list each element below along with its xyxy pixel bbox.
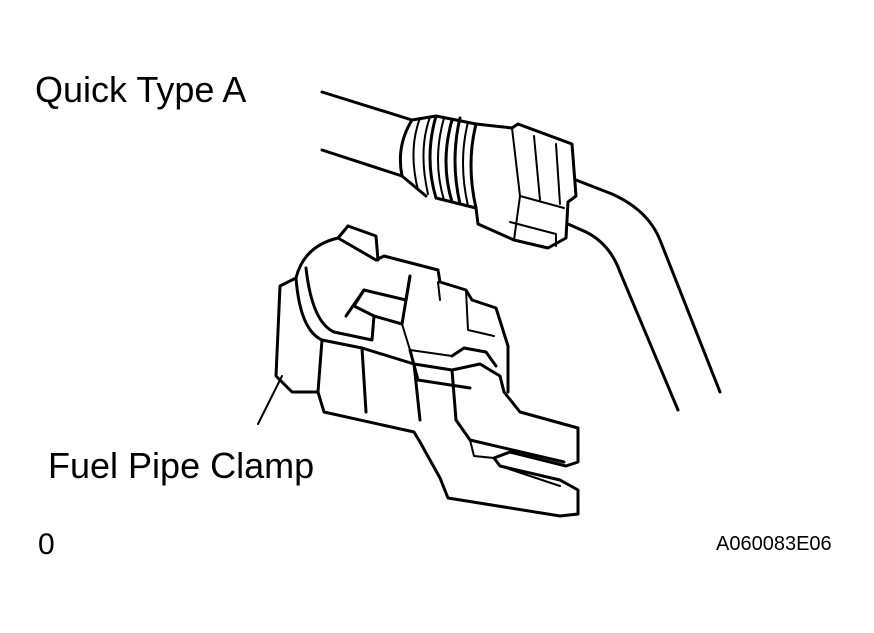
fuel-hose — [320, 90, 414, 178]
clamp-body — [274, 224, 510, 444]
fuel-pipe-clamp-label: Fuel Pipe Clamp — [48, 445, 315, 486]
metal-pipe — [566, 178, 722, 412]
clamp-fork — [418, 390, 580, 518]
quick-connector — [400, 114, 478, 210]
quick-type-label: Quick Type A — [35, 69, 247, 110]
corner-mark: 0 — [38, 528, 55, 561]
connector-housing — [474, 122, 578, 250]
figure-code: A060083E06 — [716, 533, 832, 555]
clamp-leader-line — [257, 375, 283, 425]
